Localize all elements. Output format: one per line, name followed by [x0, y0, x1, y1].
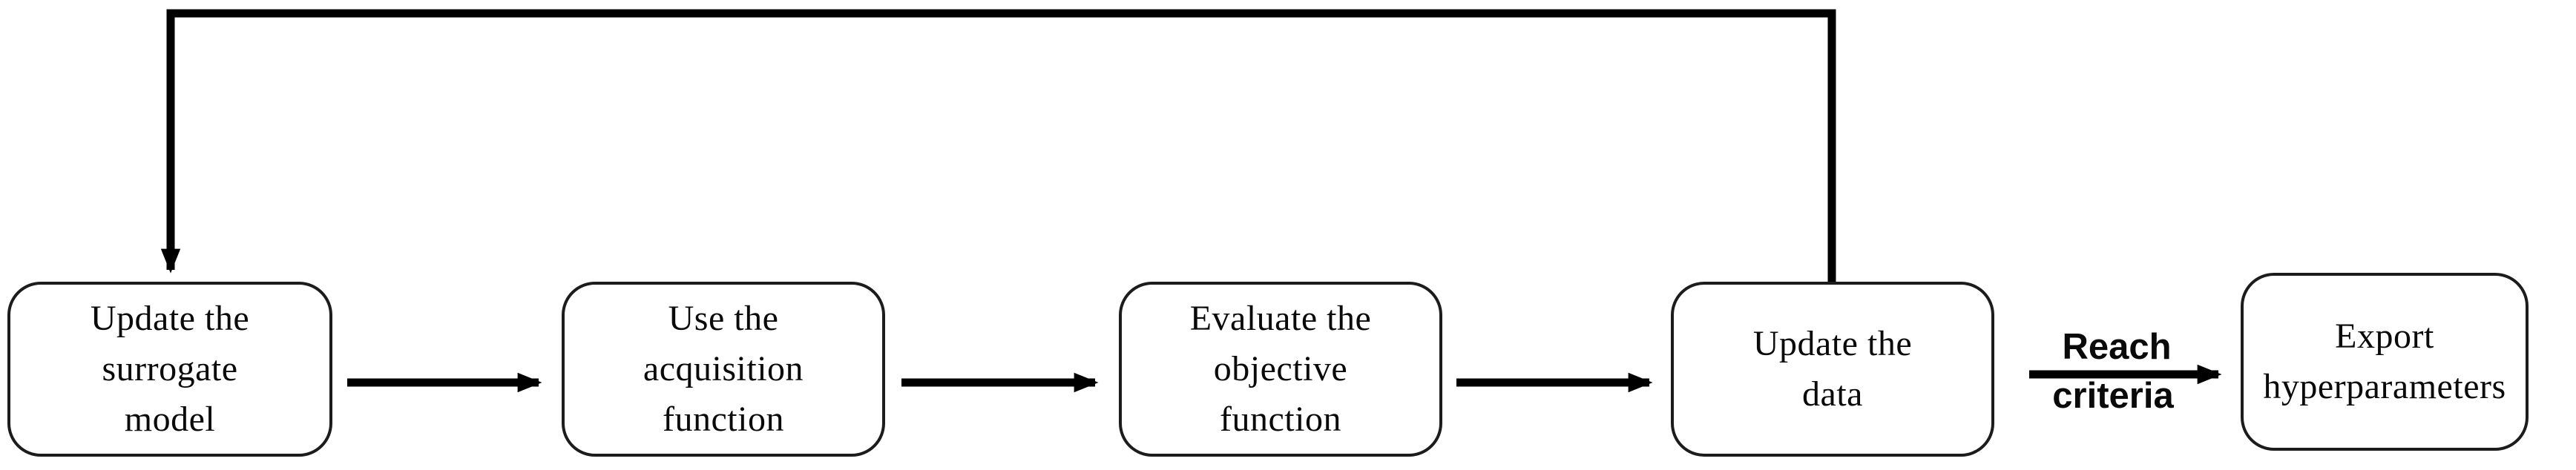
edge-label-criteria: criteria: [2052, 376, 2174, 416]
node-export-hyperparameters: Export hyperparameters: [2241, 273, 2529, 451]
feedback-loop-arrow: [160, 9, 1836, 283]
node-evaluate-objective-function: Evaluate the objective function: [1119, 282, 1442, 457]
node-label: Update the data: [1752, 323, 1913, 414]
node-update-data: Update the data: [1671, 282, 1994, 457]
node-label: Export hyperparameters: [2263, 316, 2506, 406]
node-label: Evaluate the objective function: [1189, 298, 1372, 440]
edge-label-reach: Reach: [2062, 327, 2172, 367]
node-label: Use the acquisition function: [643, 298, 804, 440]
node-use-acquisition-function: Use the acquisition function: [562, 282, 885, 457]
node-update-surrogate-model: Update the surrogate model: [7, 282, 332, 457]
node-label: Update the surrogate model: [90, 298, 250, 440]
